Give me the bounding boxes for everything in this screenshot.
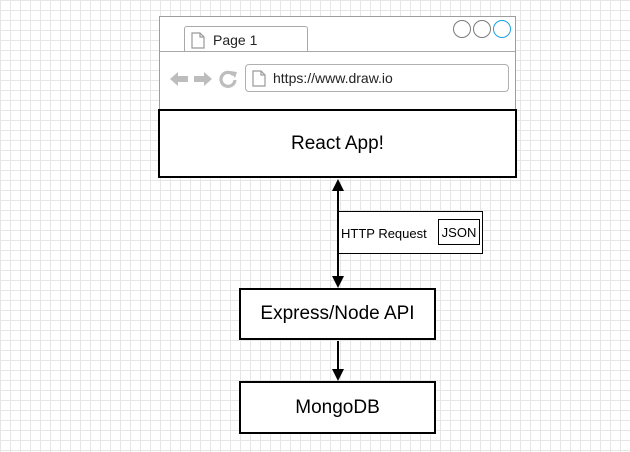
window-button[interactable] — [473, 20, 491, 38]
browser-tab[interactable]: Page 1 — [184, 26, 308, 52]
back-arrow-icon[interactable] — [169, 69, 189, 89]
react-app-label: React App! — [291, 132, 384, 154]
window-button[interactable] — [453, 20, 471, 38]
address-bar[interactable]: https://www.draw.io — [245, 64, 509, 92]
json-box[interactable]: JSON — [438, 219, 480, 245]
forward-arrow-icon[interactable] — [193, 69, 213, 89]
http-request-text: HTTP Request — [341, 226, 427, 241]
arrowhead-up — [332, 179, 344, 191]
refresh-icon[interactable] — [218, 69, 238, 89]
express-api-label: Express/Node API — [260, 303, 415, 324]
http-request-label[interactable]: HTTP Request JSON — [339, 211, 483, 254]
page-icon — [191, 32, 205, 49]
react-app-box[interactable]: React App! — [158, 109, 517, 178]
express-api-box[interactable]: Express/Node API — [239, 288, 436, 340]
page-icon — [252, 70, 266, 87]
arrowhead-down — [332, 276, 344, 288]
json-label: JSON — [441, 224, 477, 240]
tab-label: Page 1 — [213, 32, 258, 48]
mongodb-label: MongoDB — [295, 396, 380, 418]
url-text: https://www.draw.io — [273, 70, 393, 86]
mongodb-box[interactable]: MongoDB — [239, 381, 436, 434]
arrowhead-down — [332, 369, 344, 381]
browser-mockup: Page 1 https://www.draw.io — [159, 16, 516, 110]
window-button[interactable] — [493, 20, 511, 38]
tab-divider — [160, 51, 515, 52]
